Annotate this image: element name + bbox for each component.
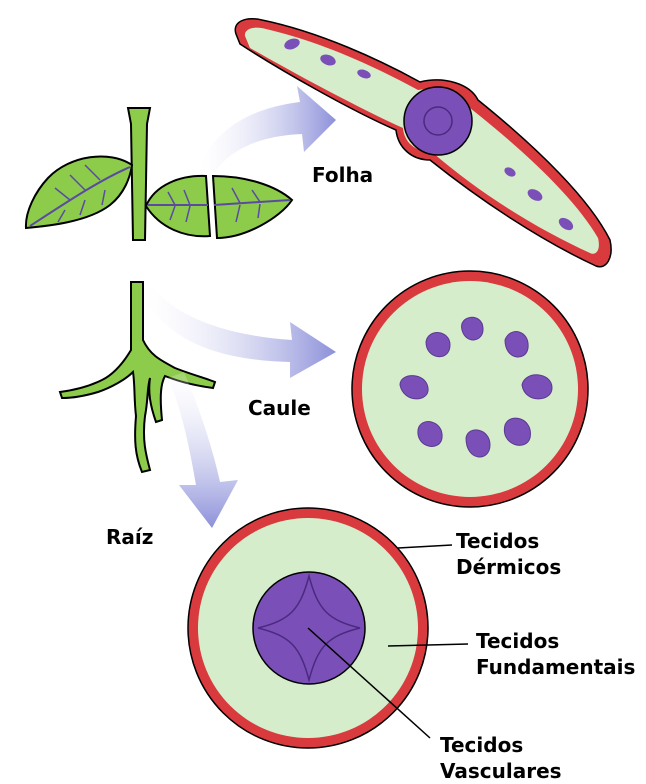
arrow-to-stem: [146, 285, 336, 378]
label-tecidos-dermicos-line2: Dérmicos: [456, 554, 561, 580]
stem-cross-section: [352, 271, 588, 507]
label-tecidos-vasculares: Tecidos Vasculares: [440, 732, 562, 784]
leaf-cross-section: [235, 19, 611, 267]
arrow-to-leaf: [200, 86, 336, 172]
label-raiz: Raíz: [106, 524, 153, 550]
leaf-midrib-bundle: [404, 87, 472, 155]
arrow-to-root: [168, 372, 238, 528]
label-tecidos-fundamentais-line1: Tecidos: [476, 628, 635, 654]
label-tecidos-dermicos-line1: Tecidos: [456, 528, 561, 554]
leader-dermicos: [398, 545, 452, 548]
label-tecidos-vasculares-line2: Vasculares: [440, 758, 562, 784]
label-folha: Folha: [312, 162, 373, 188]
label-tecidos-dermicos: Tecidos Dérmicos: [456, 528, 561, 580]
label-caule: Caule: [248, 395, 311, 421]
upper-stem: [128, 108, 150, 240]
right-leaf: [146, 176, 292, 238]
label-tecidos-vasculares-line1: Tecidos: [440, 732, 562, 758]
left-leaf: [26, 156, 132, 228]
label-tecidos-fundamentais-line2: Fundamentais: [476, 654, 635, 680]
label-tecidos-fundamentais: Tecidos Fundamentais: [476, 628, 635, 680]
